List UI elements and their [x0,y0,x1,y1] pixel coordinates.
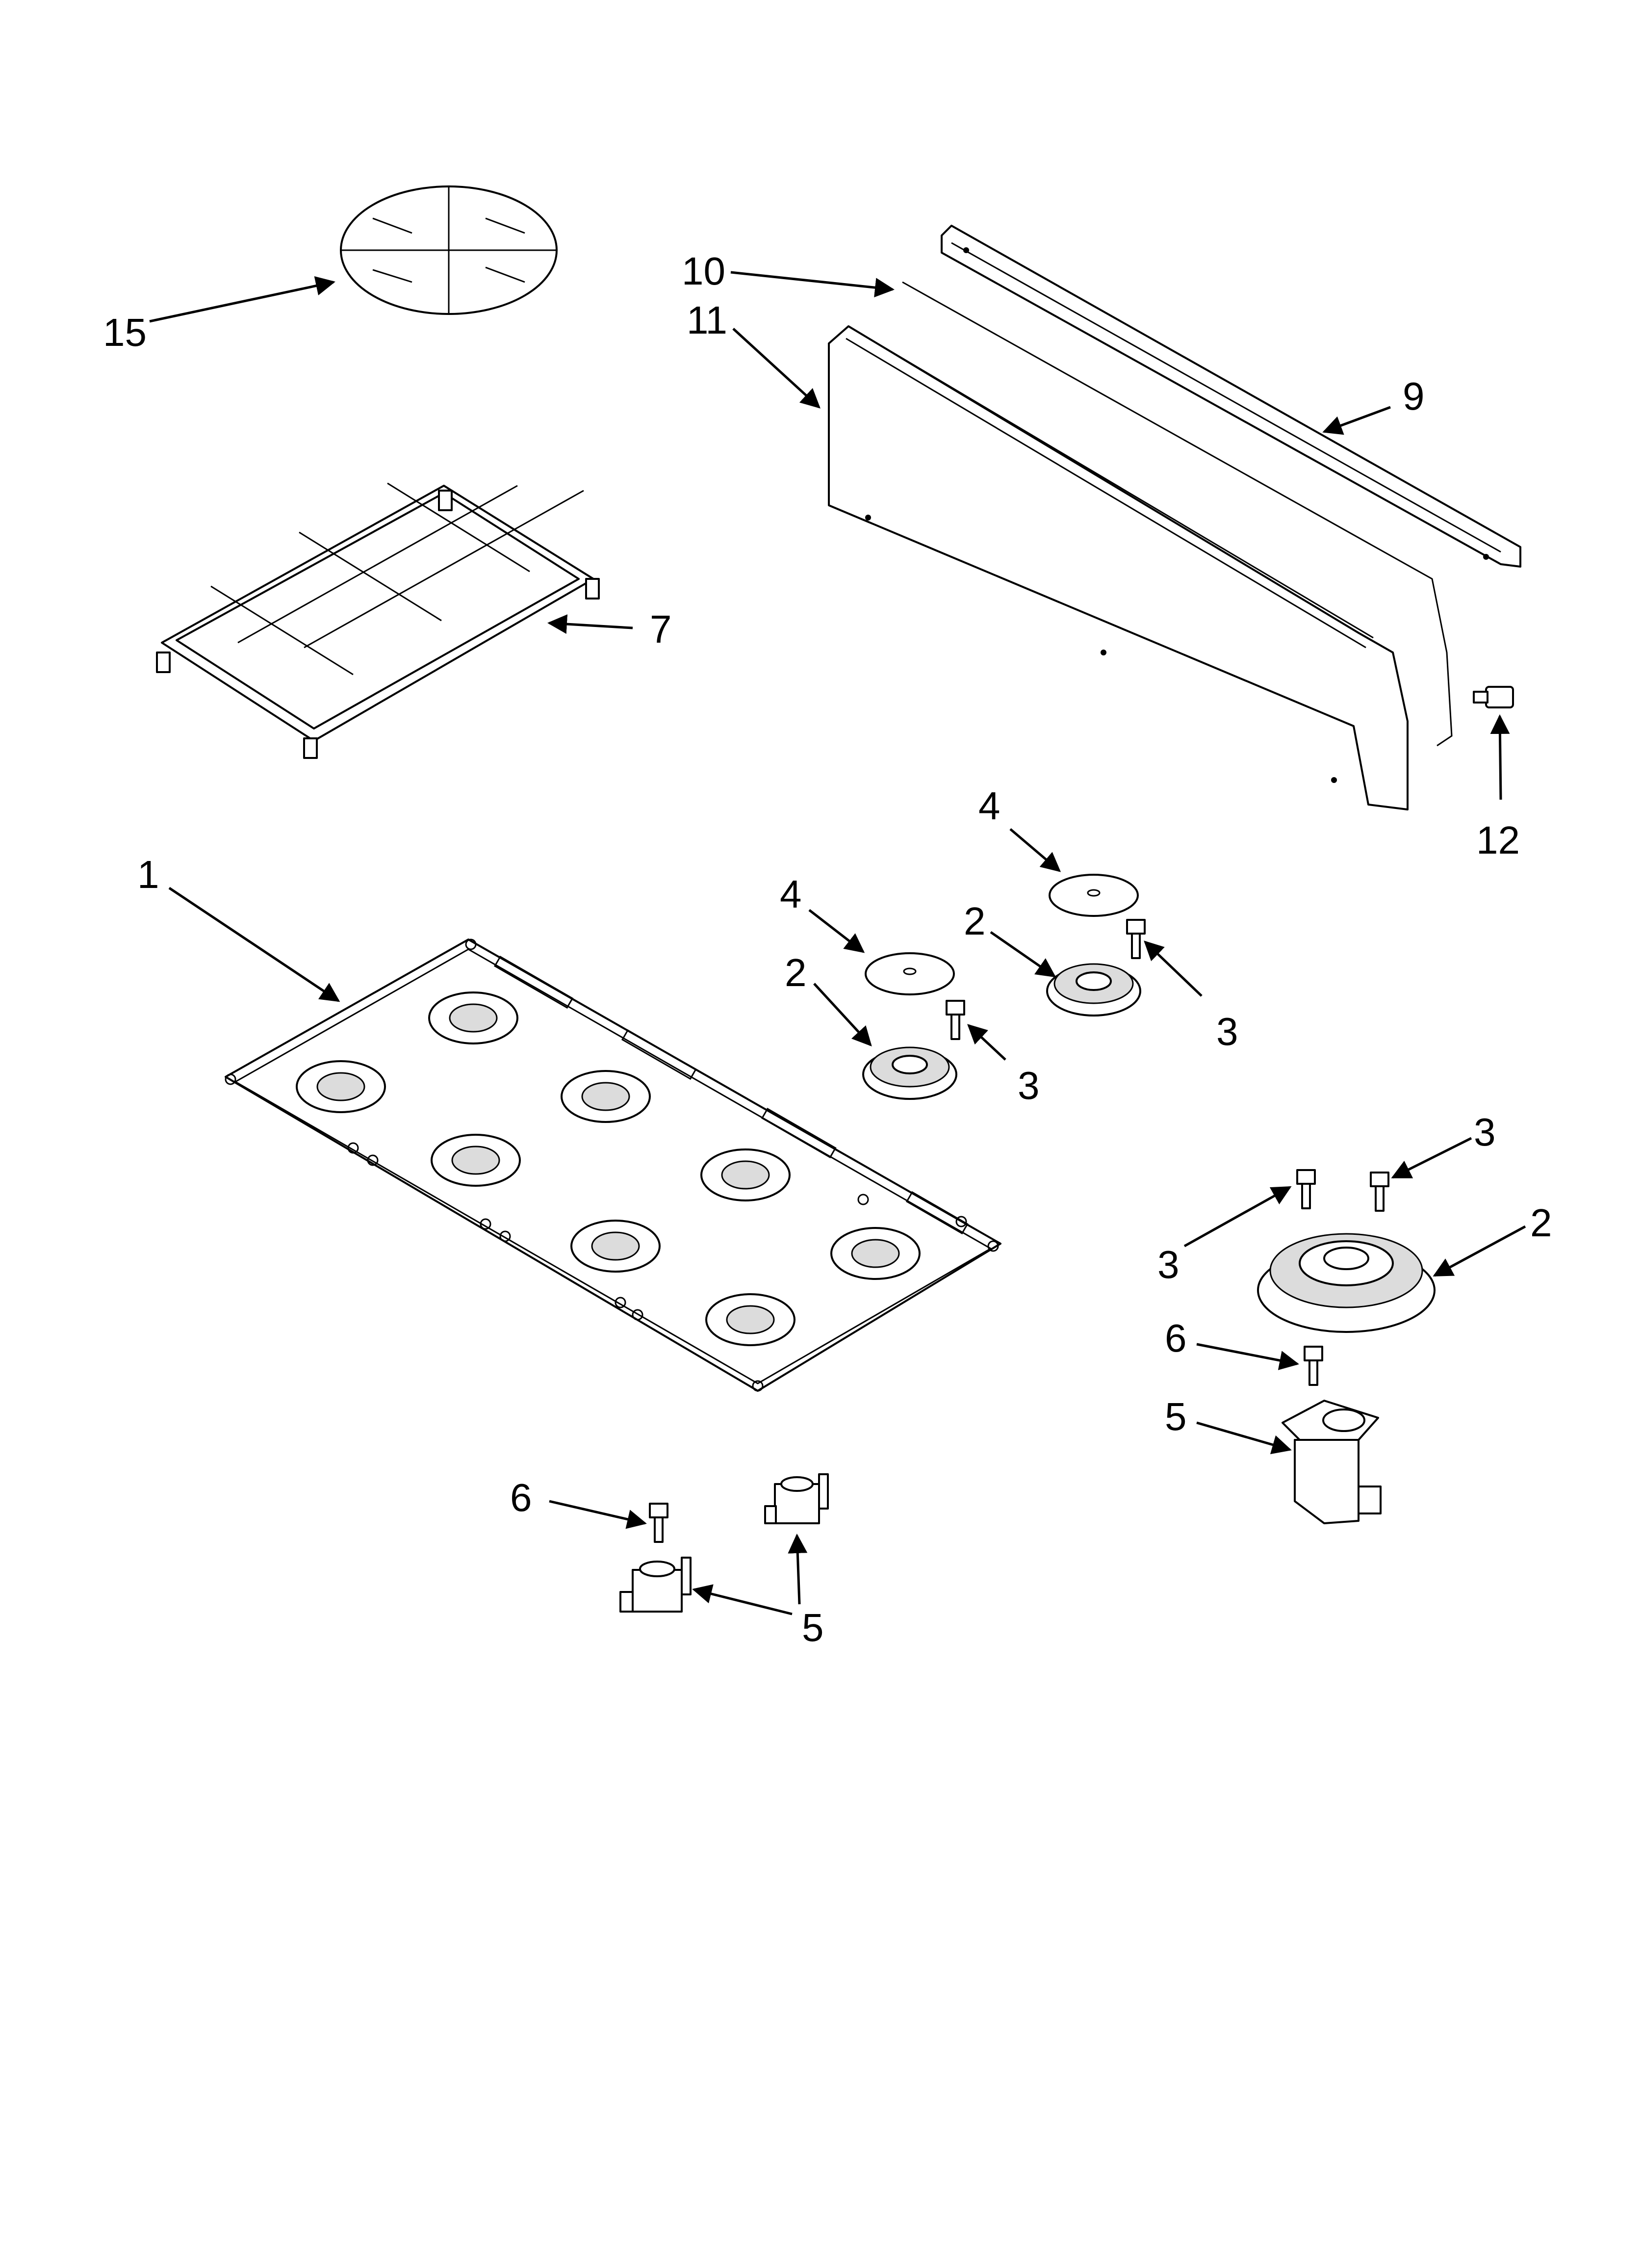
part-9-trim-strip [941,225,1521,568]
callout-15: 15 [103,311,147,354]
callout-4-left: 4 [780,872,802,916]
part-5-valve-small-upper [764,1473,829,1524]
part-6-screw-large [1304,1346,1323,1386]
callout-2-right: 2 [964,899,986,943]
callout-6-small: 6 [510,1476,532,1519]
part-11-back-guard [828,325,1409,810]
part-3-screw-large-right [1370,1172,1389,1212]
callout-1: 1 [137,853,159,896]
callout-5-small: 5 [802,1606,824,1649]
part-10-insulation-panel [902,281,1453,747]
callout-6-large: 6 [1165,1316,1187,1360]
callout-labels: 15 10 11 9 7 12 1 4 4 2 2 3 3 3 3 2 6 5 … [103,249,1552,1649]
part-2-burner-base-right [1046,963,1141,1017]
callout-3-large-left: 3 [1157,1243,1180,1286]
callout-5-large: 5 [1165,1395,1187,1438]
callout-2-left: 2 [785,951,807,994]
callout-9: 9 [1403,374,1425,418]
callout-12: 12 [1476,818,1520,862]
part-6-screw-small [649,1503,668,1543]
part-3-screw-right-burner [1126,919,1146,959]
part-15-round-cover [340,185,558,315]
part-3-screw-left-burner [946,1000,965,1040]
callout-4-right: 4 [978,784,1001,828]
part-5-burner-housing-large [1282,1400,1382,1524]
part-3-screw-large-left [1296,1169,1316,1209]
callout-2-large: 2 [1530,1201,1552,1245]
part-12-screw [1473,686,1514,708]
callout-3-left: 3 [1018,1064,1040,1107]
callout-7: 7 [650,607,672,651]
leader-lines [149,271,1526,1616]
callout-11: 11 [687,298,727,342]
part-2-burner-base-large [1257,1233,1436,1333]
callout-3-right: 3 [1216,1010,1238,1053]
callout-3-large-right: 3 [1474,1110,1496,1154]
part-1-cooktop-main-top [225,938,1001,1392]
callout-10: 10 [682,249,725,293]
part-7-burner-grate [156,482,600,759]
part-4-burner-cap-left [865,952,955,995]
part-2-burner-base-left [862,1046,957,1100]
part-4-burner-cap-right [1049,874,1139,917]
part-5-valve-small-lower [619,1557,692,1613]
